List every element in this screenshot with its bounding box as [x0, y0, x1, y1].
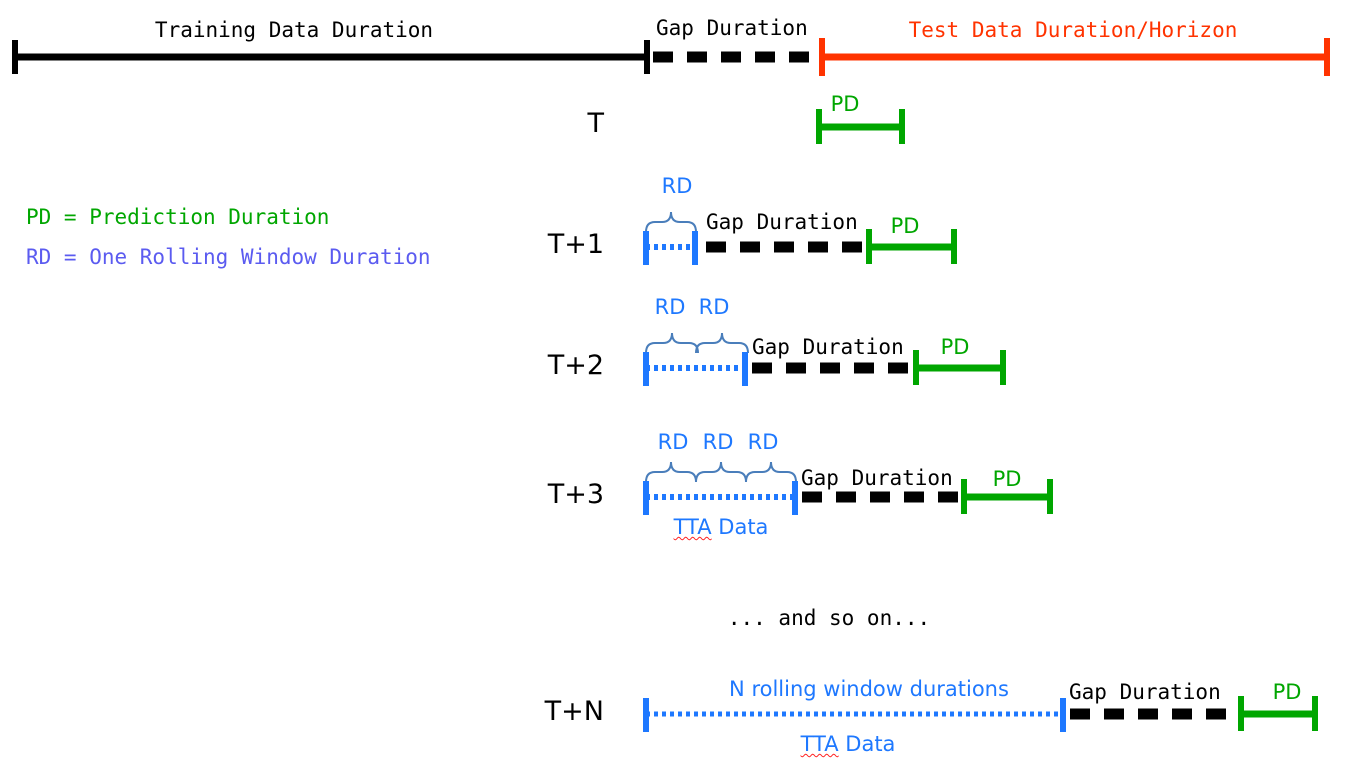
and-so-on-note: ... and so on... — [727, 606, 931, 630]
row-T1-window-segment — [643, 231, 698, 265]
row-T2-rd-braces — [645, 332, 749, 354]
row-TN-data-word: Data — [838, 732, 896, 756]
row-TN-tta-word: TTA — [800, 732, 839, 756]
row-T1-pd-bar — [866, 229, 957, 264]
row-T3-data-word: Data — [711, 515, 769, 539]
row-T1-rd-label-1: RD — [661, 174, 693, 198]
top-gap-duration-label: Gap Duration — [656, 16, 808, 40]
row-T3-tta-word: TTA — [673, 515, 712, 539]
row-T3-window-segment — [643, 481, 798, 515]
row-T3-gap-duration-label: Gap Duration — [801, 466, 953, 490]
row-T1-rd-brace — [645, 211, 697, 233]
test-data-duration-label: Test Data Duration/Horizon — [908, 18, 1238, 42]
row-T3-pd-label: PD — [992, 467, 1022, 491]
row-TN-gap-duration-label: Gap Duration — [1069, 680, 1221, 704]
row-label-T-plus-3: T+3 — [547, 479, 604, 510]
row-T3-tta-data-label: TTA Data — [674, 517, 769, 538]
row-T-pd-bar — [816, 109, 905, 144]
row-TN-pd-label: PD — [1272, 680, 1302, 704]
row-T2-rd-label-1: RD — [654, 295, 686, 319]
row-label-T-plus-2: T+2 — [547, 350, 604, 381]
row-T2-pd-label: PD — [940, 335, 970, 359]
row-T3-pd-bar — [961, 479, 1053, 514]
row-T2-window-segment — [643, 352, 748, 386]
row-T3-rd-label-2: RD — [702, 430, 734, 454]
row-T2-gap-duration-label: Gap Duration — [752, 335, 904, 359]
top-axis-training-segment — [12, 40, 650, 74]
training-data-duration-label: Training Data Duration — [154, 18, 434, 42]
row-T-pd-label: PD — [830, 92, 860, 116]
row-T3-rd-label-3: RD — [747, 430, 779, 454]
row-TN-window-segment — [643, 698, 1066, 732]
legend-pd-line: PD = Prediction Duration — [26, 205, 330, 229]
row-TN-pd-bar — [1238, 696, 1318, 731]
row-label-T-plus-N: T+N — [544, 696, 604, 727]
row-T3-rd-braces — [645, 461, 797, 483]
row-T2-rd-label-2: RD — [698, 295, 730, 319]
row-T2-pd-bar — [913, 350, 1006, 385]
row-label-T-plus-1: T+1 — [547, 229, 604, 260]
row-T3-rd-label-1: RD — [657, 430, 689, 454]
legend-rd-line: RD = One Rolling Window Duration — [26, 245, 431, 269]
row-TN-window-label: N rolling window durations — [729, 677, 1009, 701]
row-TN-tta-data-label: TTA Data — [801, 734, 896, 755]
top-axis-test-segment — [819, 38, 1330, 76]
row-T1-pd-label: PD — [890, 214, 920, 238]
row-label-T: T — [587, 108, 605, 139]
row-T1-gap-duration-label: Gap Duration — [706, 210, 858, 234]
